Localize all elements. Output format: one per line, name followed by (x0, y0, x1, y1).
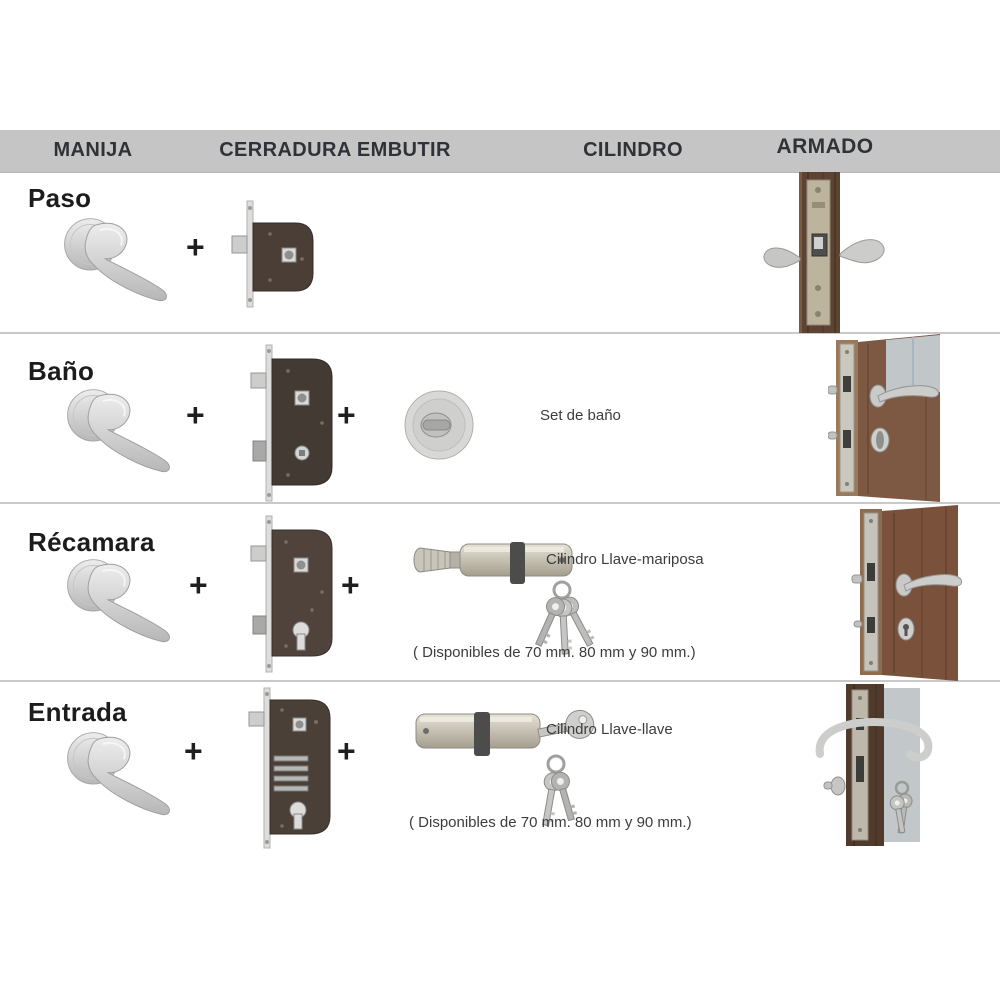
lever-handle (877, 385, 939, 403)
latch-bolt (231, 235, 248, 254)
lever-handle-image (64, 218, 167, 302)
row-label-bano: Baño (28, 356, 95, 386)
lever-handle-image (67, 389, 170, 473)
lever-handle (903, 574, 963, 592)
back-lever-handle (763, 247, 801, 268)
cylinder-cam (474, 712, 490, 756)
thumbturn-knob (876, 431, 884, 449)
assembled-door-image (828, 334, 940, 502)
cylinder-face (903, 624, 909, 630)
mortise-lock-key-image (250, 515, 333, 673)
keys-bunch (542, 771, 578, 827)
mortise-latch-lock-image (231, 200, 314, 308)
cylinder-key-key-image (415, 709, 595, 827)
lever-handle-image (67, 559, 170, 643)
keys-bunch (535, 596, 595, 655)
bolt-slot (273, 785, 309, 792)
availability-note: ( Disponibles de 70 mm. 80 mm y 90 mm.) (413, 644, 696, 661)
hanging-keys (889, 793, 913, 834)
plus-icon: + (186, 397, 205, 433)
plus-icon: + (337, 397, 356, 433)
plus-icon: + (189, 567, 208, 603)
assembled-door-image (763, 172, 885, 333)
availability-note: ( Disponibles de 70 mm. 80 mm y 90 mm.) (409, 814, 692, 831)
butterfly-thumbturn (413, 547, 451, 573)
header-band: MANIJA CERRADURA EMBUTIR CILINDRO ARMADO (0, 130, 1000, 173)
header-label-cerradura: CERRADURA EMBUTIR (219, 139, 451, 161)
header-label-cilindro: CILINDRO (583, 139, 683, 161)
row-divider (0, 680, 1000, 682)
cylinder-thumbturn-image (413, 542, 595, 655)
lever-handle-image (67, 732, 170, 816)
key-ring (552, 580, 572, 600)
row-divider (0, 332, 1000, 334)
cylinder-caption: Cilindro Llave-llave (546, 721, 673, 738)
assembled-door-image (815, 684, 933, 846)
plus-icon: + (337, 733, 356, 769)
plus-icon: + (341, 567, 360, 603)
cylinder-cam (510, 542, 525, 584)
bolt-slot (273, 775, 309, 782)
mortise-lock-bath-image (250, 344, 333, 502)
row-label-paso: Paso (28, 183, 92, 213)
bolt-slot (273, 755, 309, 762)
key-ring (546, 754, 566, 774)
mortise-lock-security-image (248, 687, 331, 849)
curved-pull-handle (815, 717, 933, 762)
bolt-slot (273, 765, 309, 772)
row-label-entrada: Entrada (28, 697, 127, 727)
assembled-door-image (851, 505, 963, 681)
front-lever-handle (839, 239, 885, 264)
plus-icon: + (184, 733, 203, 769)
inserted-key (537, 709, 595, 739)
thumbturn-knob (422, 419, 451, 431)
header-label-armado: ARMADO (776, 135, 874, 158)
set-caption: Set de baño (540, 407, 621, 424)
cylinder-caption: Cilindro Llave-mariposa (546, 551, 704, 568)
key-ring (894, 780, 910, 796)
row-divider (0, 502, 1000, 504)
thumbturn-rose-image (404, 390, 474, 460)
plus-icon: + (186, 229, 205, 265)
row-label-recamara: Récamara (28, 527, 155, 557)
thumbturn-knob (830, 776, 846, 796)
header-label-manija: MANIJA (53, 139, 133, 161)
